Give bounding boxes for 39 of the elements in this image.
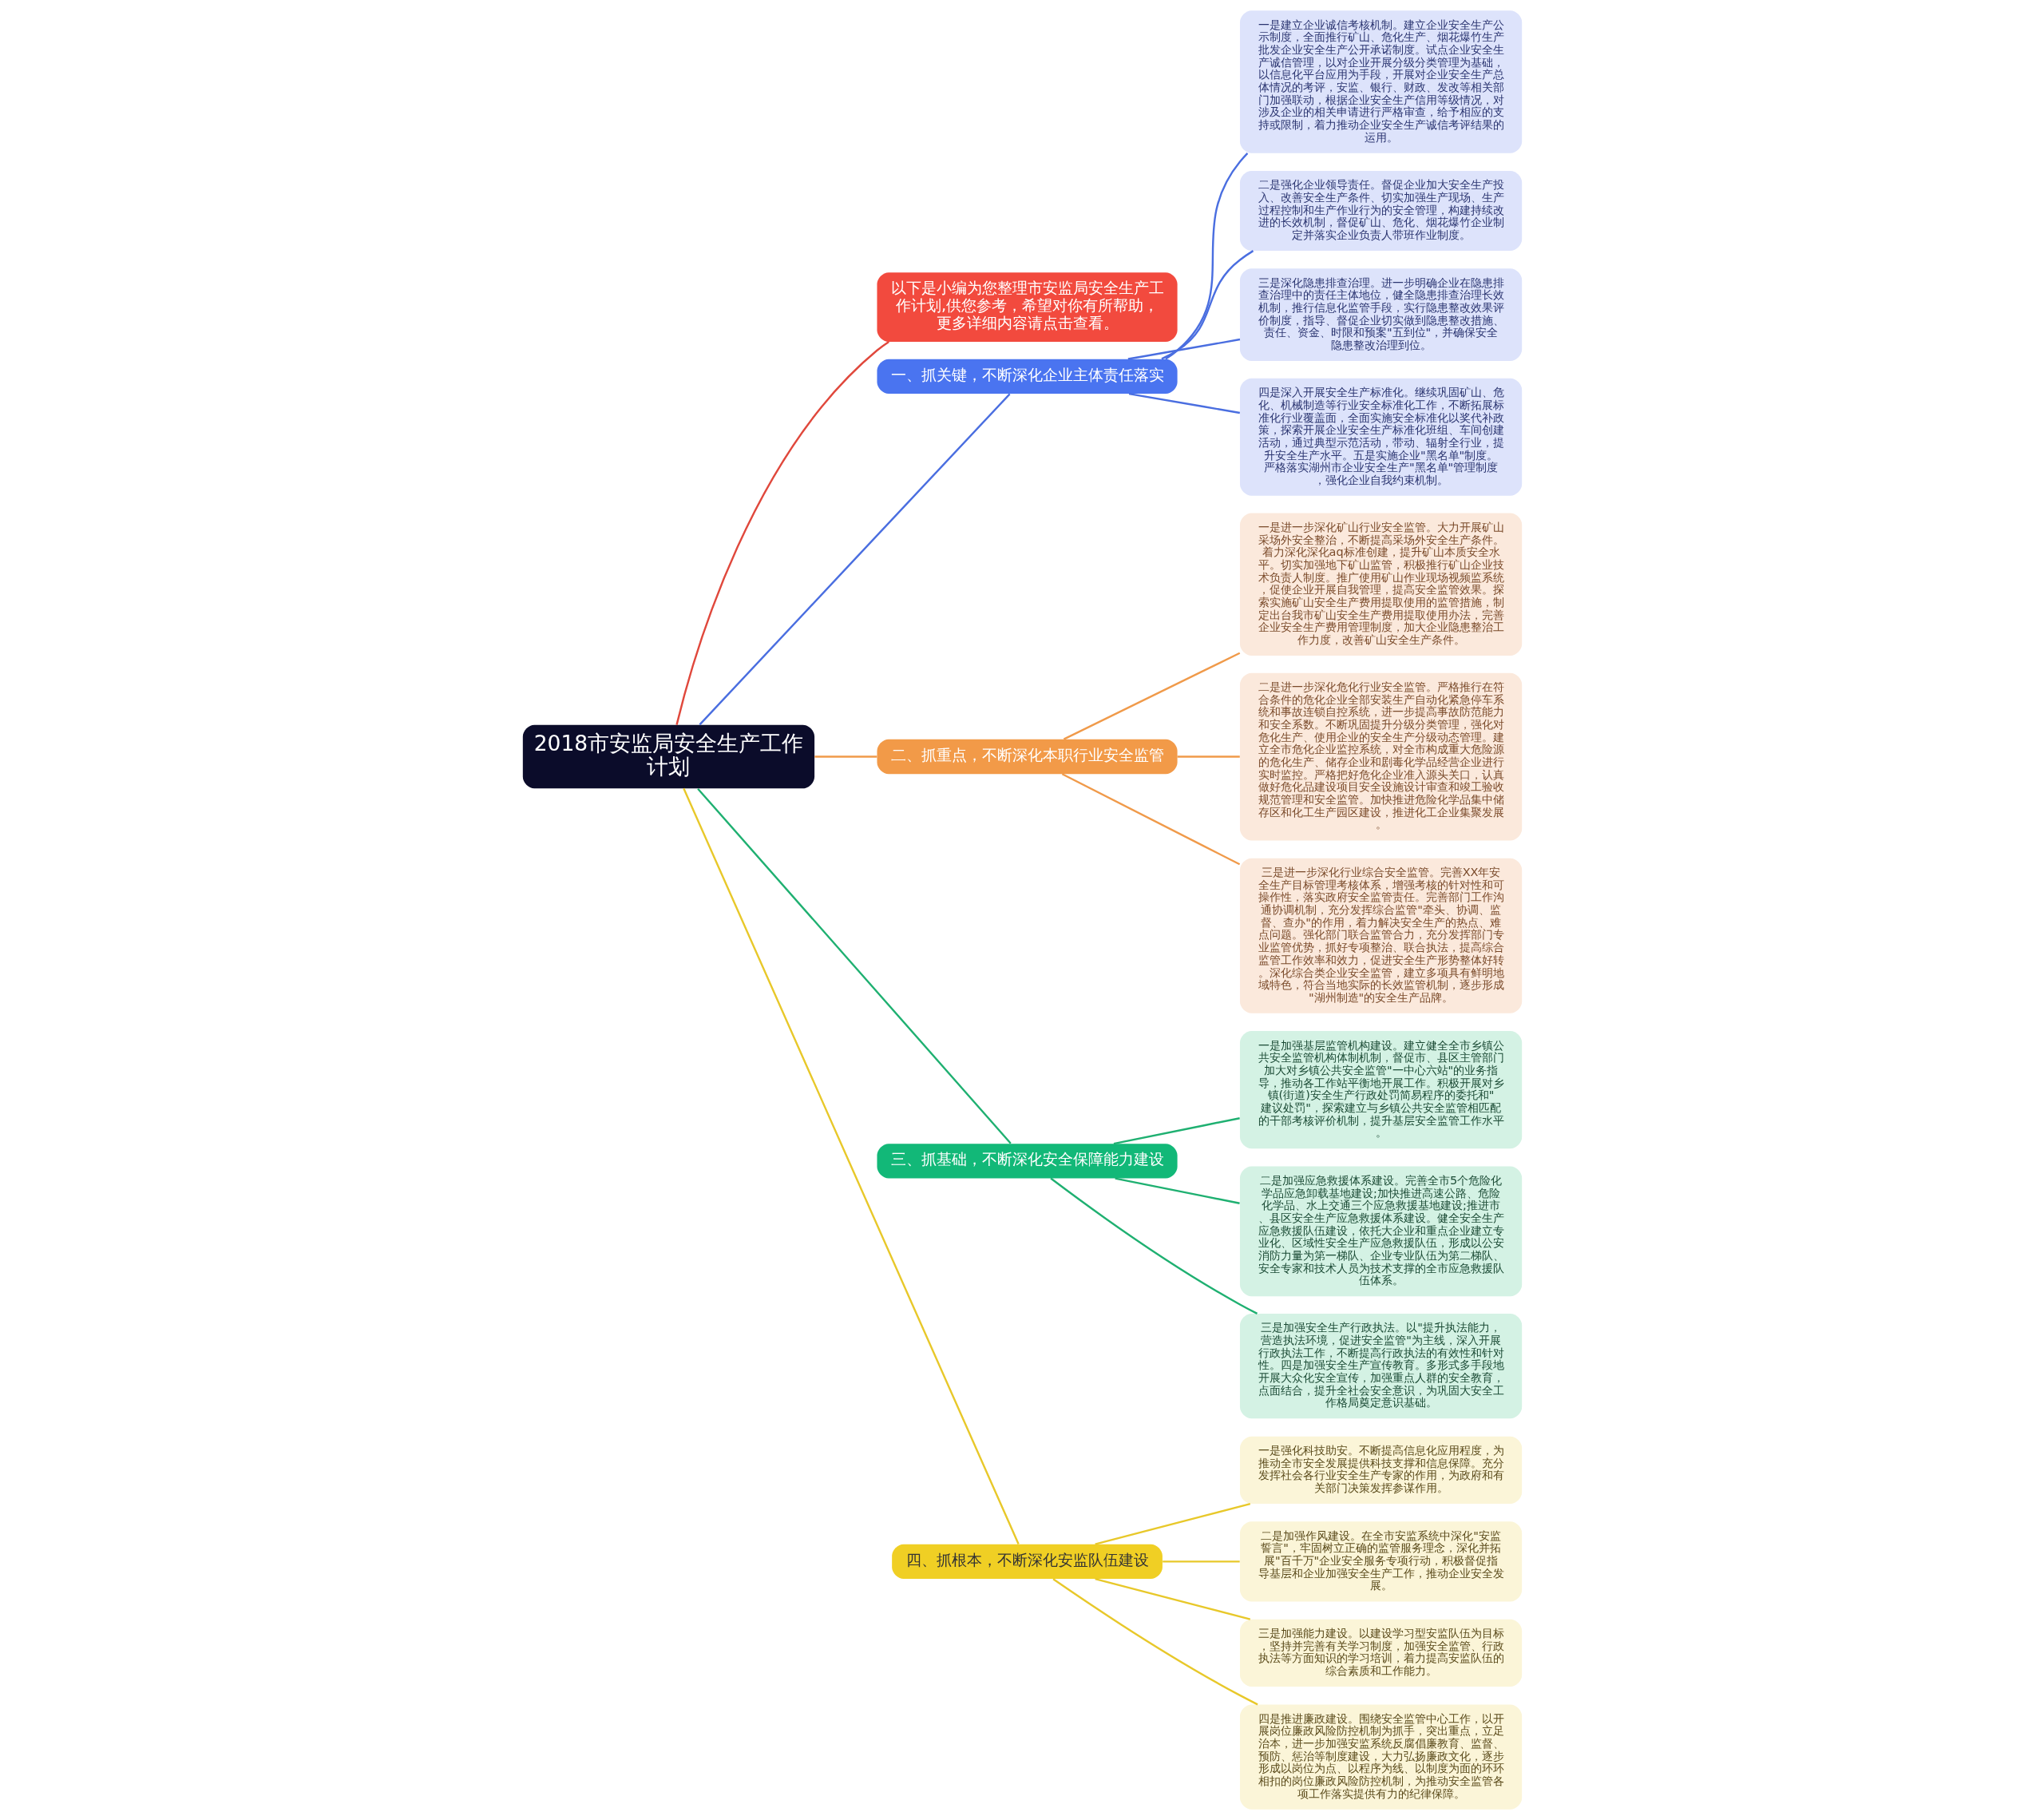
node-box: 四、抓根本，不断深化安监队伍建设 xyxy=(891,1544,1163,1580)
connector xyxy=(1164,153,1248,360)
node-box: 一是强化科技助安。不断提高信息化应用程度，为推动全市安全发展提供科技支撑和信息保障。充分发挥社会各行业安全生产专家的作用，为政府和有关部门决策发挥参谋作用。 xyxy=(1239,1436,1522,1504)
node-box: 二、抓重点，不断深化本职行业安全监管 xyxy=(876,739,1178,775)
connector xyxy=(675,340,889,725)
connector xyxy=(1127,338,1240,360)
connector xyxy=(1052,1578,1258,1706)
node-box: 二是强化企业领导责任。督促企业加大安全生产投入、改善安全生产条件、切实加强生产现场、生产过程控制和生产作业行为的安全管理，构建持续改进的长效机制，督促矿山、危化、烟花爆竹企业制定并落实企业负责人带班作业制度。 xyxy=(1239,170,1522,251)
node-box: 一是建立企业诚信考核机制。建立企业安全生产公示制度，全面推行矿山、危化生产、烟花爆竹生产批发企业安全生产公开承诺制度。试点企业安全生产诚信管理，以对企业开展分级分类管理为基础，以信息化平台应用为手段，开展对企业安全生产总体情况的考评，安监、银行、财政、发改等相关部门加强联动，根据企业安全生产信用等级情况，对涉及企业的相关申请进行严格审查，给予相应的支持或限制，着力推动企业安全生产诚信考评结果的运用。 xyxy=(1239,10,1522,153)
connector xyxy=(1162,1560,1240,1563)
node-box: 一是加强基层监管机构建设。建立健全全市乡镇公共安全监管机构体制机制，督促市、县区主管部门加大对乡镇公共安全监管"一中心六站"的业务指导，推动各工作站平衡地开展工作。积极开展对乡镇(街道)安全生产行政处罚简易程序的委托和"建议处罚"，探索建立与乡镇公共安全监管相匹配的干部考核评价机制，提升基层安全监管工作水平。 xyxy=(1239,1031,1522,1149)
node-box: 一、抓关键，不断深化企业主体责任落实 xyxy=(876,359,1178,395)
connector xyxy=(1049,1177,1258,1314)
node-box: 三是加强能力建设。以建设学习型安监队伍为目标，坚持并完善有关学习制度，加强安全监管、行政执法等方面知识的学习培训，着力提高安监队伍的综合素质和工作能力。 xyxy=(1239,1619,1522,1687)
connector xyxy=(696,787,1012,1144)
node-box: 2018市安监局安全生产工作计划 xyxy=(522,724,814,789)
node-box: 三是深化隐患排查治理。进一步明确企业在隐患排查治理中的责任主体地位，健全隐患排查治理长效机制，推行信息化监管手段，实行隐患整改效果评价制度，指导、督促企业切实做到隐患整改措施、责任、资金、时限和预案"五到位"，并确保安全隐患整改治理到位。 xyxy=(1239,268,1522,362)
connector xyxy=(1160,250,1254,360)
connector xyxy=(1094,1502,1250,1545)
connector xyxy=(1061,773,1240,866)
connector xyxy=(1177,755,1240,758)
node-box: 四是深入开展安全生产标准化。继续巩固矿山、危化、机械制造等行业安全标准化工作，不断拓展标准化行业覆盖面，全面实施安全标准化以奖代补政策，探索开展企业安全生产标准化班组、车间创建活动，通过典型示范活动，带动、辐射全行业，提升安全生产水平。五是实施企业"黑名单"制度。严格落实湖州市企业安全生产"黑名单"管理制度，强化企业自我约束机制。 xyxy=(1239,378,1522,496)
connector xyxy=(699,393,1011,726)
node-box: 二是加强应急救援体系建设。完善全市5个危险化学品应急卸载基地建设;加快推进高速公路、危险化学品、水上交通三个应急救援基地建设;推进市、县区安全生产应急救援体系建设。健全安全生产应急救援队伍建设，依托大企业和重点企业建立专业化、区域性安全生产应急救援队伍，形成以公安消防力量为第一梯队、企业专业队伍为第二梯队、安全专家和技术人员为技术支撑的全市应急救援队伍体系。 xyxy=(1239,1166,1522,1297)
connector xyxy=(1094,1578,1250,1620)
connector xyxy=(1113,1117,1240,1145)
node-box: 四是推进廉政建设。围绕安全监管中心工作，以开展岗位廉政风险防控机制为抓手，突出重点，立足治本，进一步加强安监系统反腐倡廉教育、监督、预防、惩治等制度建设，大力弘扬廉政文化，逐步形成以岗位为点、以程序为线、以制度为面的环环相扣的岗位廉政风险防控机制，为推动安全监管各项工作落实提供有力的纪律保障。 xyxy=(1239,1704,1522,1810)
node-box: 三是进一步深化行业综合安全监管。完善XX年安全生产目标管理考核体系，增强考核的针对性和可操作性，落实政府安全监管责任。完善部门工作沟通协调机制，充分发挥综合监管"牵头、协调、监督、查办"的作用，着力解决安全生产的热点、难点问题。强化部门联合监管合力，充分发挥部门专业监管优势，抓好专项整治、联合执法，提高综合监管工作效率和效力，促进安全生产形势整体好转。深化综合类企业安全监管，建立多项具有鲜明地域特色，符合当地实际的长效监管机制，逐步形成"湖州制造"的安全生产品牌。 xyxy=(1239,858,1522,1013)
node-box: 三是加强安全生产行政执法。以"提升执法能力，营造执法环境，促进安全监管"为主线，深入开展行政执法工作，不断提高行政执法的有效性和针对性。四是加强安全生产宣传教育。多形式多手段地开展大众化安全宣传，加强重点人群的安全教育，点面结合，提升全社会安全意识，为巩固大安全工作格局奠定意识基础。 xyxy=(1239,1313,1522,1419)
node-box: 三、抓基础，不断深化安全保障能力建设 xyxy=(876,1144,1178,1179)
node-box: 以下是小编为您整理市安监局安全生产工作计划,供您参考，希望对你有所帮助，更多详细内容请点击查看。 xyxy=(876,272,1178,342)
node-box: 二是进一步深化危化行业安全监管。严格推行在符合条件的危化企业全部安装生产自动化紧急停车系统和事故连锁自控系统，进一步提高事故防范能力和安全系数。不断巩固提升分级分类管理，强化对危化生产、使用企业的安全生产分级动态管理。建立全市危化企业监控系统，对全市构成重大危险源的危化生产、储存企业和剧毒化学品经营企业进行实时监控。严格把好危化企业准入源头关口，认真做好危化品建设项目安全设施设计审查和竣工验收规范管理和安全监管。加快推进危险化学品集中储存区和化工生产园区建设，推进化工企业集聚发展。 xyxy=(1239,672,1522,841)
connector xyxy=(1063,652,1240,740)
connector xyxy=(814,755,877,758)
node-box: 二是加强作风建设。在全市安监系统中深化"安监誓言"，牢固树立正确的监管服务理念，深化并拓展"百千万"企业安全服务专项行动，积极督促指导基层和企业加强安全生产工作，推动企业安全发展。 xyxy=(1239,1521,1522,1602)
connector xyxy=(1114,1177,1240,1204)
connector xyxy=(682,787,1020,1544)
node-box: 一是进一步深化矿山行业安全监管。大力开展矿山采场外安全整治，不断提高采场外安全生产条件。着力深化深化aq标准创建，提升矿山本质安全水平。切实加强地下矿山监管，积极推行矿山企业技术负责人制度。推广使用矿山作业现场视频监系统，促使企业开展自我管理，提高安全监管效果。探索实施矿山安全生产费用提取使用的监管措施，制定出台我市矿山安全生产费用提取使用办法，完善企业安全生产费用管理制度，加大企业隐患整治工作力度，改善矿山安全生产条件。 xyxy=(1239,513,1522,656)
connector xyxy=(1128,392,1240,414)
